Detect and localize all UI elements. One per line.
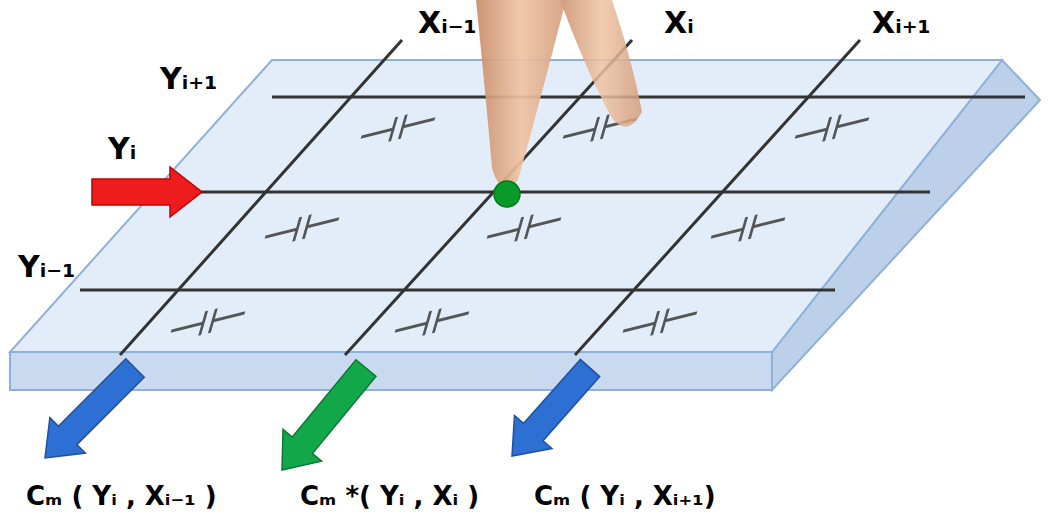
capacitor-symbol [792, 107, 873, 150]
electrode-label: Xᵢ₋₁ [418, 6, 477, 39]
signal-arrow [92, 167, 202, 217]
electrode-label: Xᵢ₊₁ [872, 6, 931, 39]
capacitor-symbol [620, 301, 701, 344]
finger-illustration [476, 0, 566, 187]
electrode-label: Yᵢ [108, 132, 136, 165]
capacitor-symbol [168, 301, 249, 344]
touch-point [494, 181, 520, 207]
signal-arrow [45, 359, 144, 458]
capacitor-symbol [358, 107, 439, 150]
electrode-label: Yᵢ₋₁ [18, 250, 75, 283]
signal-arrow [512, 359, 600, 456]
y-electrode [200, 191, 930, 194]
y-electrode [80, 289, 835, 292]
signal-arrow [282, 360, 376, 470]
electrode-label: Xᵢ [664, 6, 694, 39]
y-electrode [272, 96, 1025, 99]
capacitance-label: Cₘ ( Yᵢ , Xᵢ₋₁ ) [26, 482, 217, 511]
electrode-label: Yᵢ₊₁ [160, 62, 217, 95]
capacitance-label: Cₘ *( Yᵢ , Xᵢ ) [300, 482, 479, 511]
capacitor-symbol [708, 207, 789, 250]
capacitor-symbol [392, 301, 473, 344]
capacitance-label: Cₘ ( Yᵢ , Xᵢ₊₁) [534, 482, 716, 511]
signal-arrows [45, 167, 600, 470]
capacitor-symbol [262, 207, 343, 250]
finger-illustration [560, 0, 642, 127]
capacitor-symbol [484, 207, 565, 250]
